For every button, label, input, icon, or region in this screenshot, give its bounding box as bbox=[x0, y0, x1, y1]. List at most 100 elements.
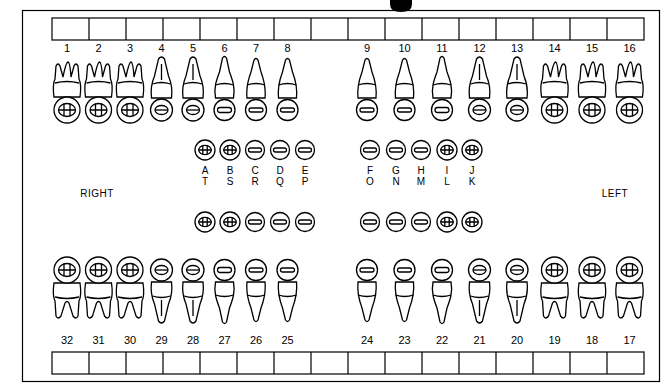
molar-tooth bbox=[85, 62, 112, 123]
tooth-letter: L bbox=[444, 177, 450, 187]
primary-anterior bbox=[296, 213, 315, 232]
tooth-number: 22 bbox=[436, 335, 448, 346]
tooth-number: 16 bbox=[623, 43, 635, 54]
tooth-letter: N bbox=[392, 177, 399, 187]
side-label: RIGHT bbox=[80, 189, 114, 199]
record-box-row bbox=[52, 18, 644, 40]
primary-molar bbox=[462, 212, 482, 232]
tooth-letter: Q bbox=[276, 177, 284, 187]
primary-anterior bbox=[246, 141, 265, 160]
incisor-tooth bbox=[394, 59, 415, 121]
primary-molar bbox=[437, 212, 457, 232]
chart-border bbox=[23, 11, 660, 382]
lower-primary-teeth bbox=[195, 212, 482, 232]
molar-tooth bbox=[53, 62, 80, 123]
molar-tooth bbox=[616, 257, 643, 318]
primary-anterior bbox=[387, 141, 406, 160]
tooth-number: 14 bbox=[548, 43, 560, 54]
primary-anterior bbox=[412, 141, 431, 160]
tooth-letter: I bbox=[446, 166, 449, 176]
tooth-number: 32 bbox=[61, 335, 73, 346]
tooth-number: 28 bbox=[187, 335, 199, 346]
tooth-number: 12 bbox=[473, 43, 485, 54]
incisor-tooth bbox=[246, 59, 267, 121]
incisor-tooth bbox=[394, 260, 415, 322]
tooth-number: 2 bbox=[95, 43, 101, 54]
primary-molar bbox=[220, 140, 240, 160]
tooth-letter: B bbox=[227, 166, 234, 176]
incisor-tooth bbox=[277, 59, 298, 121]
tooth-letter: D bbox=[276, 166, 283, 176]
cropped-mark bbox=[390, 0, 412, 12]
primary-molar bbox=[220, 212, 240, 232]
tooth-number: 9 bbox=[364, 43, 370, 54]
molar-tooth bbox=[578, 62, 605, 123]
molar-tooth bbox=[85, 257, 112, 318]
tooth-number: 15 bbox=[586, 43, 598, 54]
incisor-tooth bbox=[357, 59, 378, 121]
upper-permanent-teeth bbox=[53, 57, 643, 124]
tooth-number: 1 bbox=[64, 43, 70, 54]
tooth-number: 30 bbox=[124, 335, 136, 346]
tooth-number: 23 bbox=[398, 335, 410, 346]
premolar-tooth bbox=[182, 57, 204, 121]
tooth-letter: C bbox=[251, 166, 258, 176]
tooth-number: 11 bbox=[436, 43, 447, 54]
primary-anterior bbox=[271, 213, 290, 232]
tooth-number: 20 bbox=[511, 335, 523, 346]
primary-anterior bbox=[296, 141, 315, 160]
premolar-tooth bbox=[151, 259, 173, 323]
tooth-number: 13 bbox=[511, 43, 523, 54]
primary-anterior bbox=[361, 213, 380, 232]
tooth-number: 21 bbox=[473, 335, 485, 346]
lower-permanent-teeth bbox=[53, 257, 643, 324]
upper-primary-teeth bbox=[195, 140, 482, 160]
tooth-letter: J bbox=[470, 166, 475, 176]
tooth-number: 18 bbox=[586, 335, 598, 346]
molar-tooth bbox=[616, 62, 643, 123]
tooth-number: 24 bbox=[361, 335, 373, 346]
tooth-letter: K bbox=[469, 177, 476, 187]
incisor-tooth bbox=[246, 260, 267, 322]
molar-tooth bbox=[116, 257, 143, 318]
premolar-tooth bbox=[151, 57, 173, 121]
molar-tooth bbox=[541, 257, 568, 318]
record-boxes bbox=[52, 18, 644, 374]
tooth-letter: S bbox=[227, 177, 234, 187]
tooth-number: 19 bbox=[548, 335, 560, 346]
primary-molar bbox=[437, 140, 457, 160]
tooth-number: 31 bbox=[92, 335, 104, 346]
premolar-tooth bbox=[182, 259, 204, 323]
molar-tooth bbox=[53, 257, 80, 318]
tooth-number: 25 bbox=[281, 335, 293, 346]
tooth-letter: F bbox=[367, 166, 373, 176]
tooth-letter: R bbox=[251, 177, 258, 187]
incisor-tooth bbox=[277, 260, 298, 322]
canine-tooth bbox=[214, 260, 235, 324]
canine-tooth bbox=[432, 260, 453, 324]
primary-molar bbox=[462, 140, 482, 160]
tooth-number: 29 bbox=[155, 335, 167, 346]
primary-anterior bbox=[412, 213, 431, 232]
tooth-number: 7 bbox=[253, 43, 259, 54]
tooth-letter: H bbox=[417, 166, 424, 176]
side-label: LEFT bbox=[602, 189, 628, 199]
tooth-number: 17 bbox=[623, 335, 635, 346]
tooth-number: 26 bbox=[250, 335, 262, 346]
record-box-dividers bbox=[89, 18, 607, 40]
premolar-tooth bbox=[506, 57, 528, 121]
premolar-tooth bbox=[469, 259, 491, 323]
tooth-number: 4 bbox=[158, 43, 164, 54]
record-box-row bbox=[52, 352, 644, 374]
molar-tooth bbox=[541, 62, 568, 123]
molar-tooth bbox=[578, 257, 605, 318]
tooth-number: 27 bbox=[218, 335, 230, 346]
tooth-number: 5 bbox=[190, 43, 196, 54]
canine-tooth bbox=[214, 57, 235, 121]
tooth-letter: A bbox=[202, 166, 209, 176]
incisor-tooth bbox=[357, 260, 378, 322]
tooth-letter: P bbox=[302, 177, 309, 187]
primary-anterior bbox=[361, 141, 380, 160]
tooth-letter: G bbox=[392, 166, 400, 176]
